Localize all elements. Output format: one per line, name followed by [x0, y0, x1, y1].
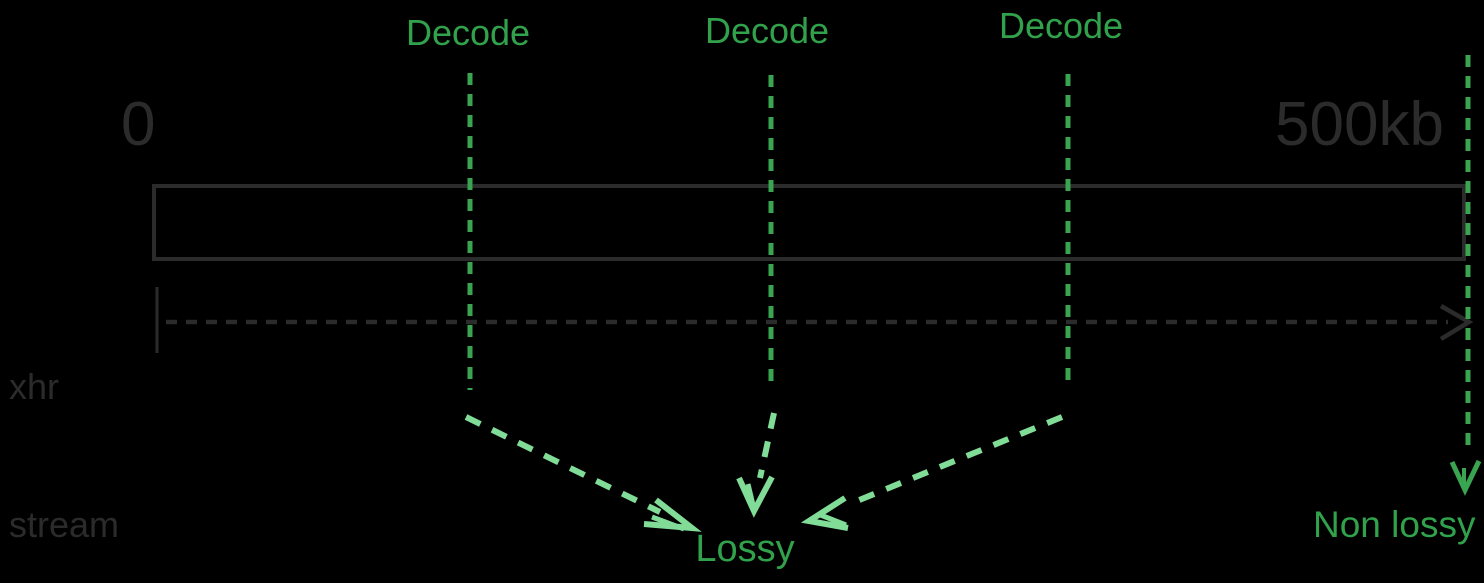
byte-range-bar	[152, 184, 1466, 261]
lossy-arrow-1-head-inner-stroke	[651, 514, 685, 532]
lossy-arrow-3-head-inner-stroke	[817, 511, 847, 528]
lossy-arrows-group	[464, 412, 1064, 532]
lossy-arrow-2-head-icon	[736, 475, 775, 518]
scale-start-label: 0	[121, 90, 156, 159]
xhr-stream-label: xhr stream	[9, 272, 119, 583]
lossy-arrow-3-head-icon	[800, 495, 849, 531]
lossy-arrow-2-head-inner-stroke	[745, 483, 756, 506]
non-lossy-arrowhead-icon	[1449, 459, 1482, 496]
decode-label-2: Decode	[704, 10, 830, 51]
scale-end-label: 500kb	[1275, 90, 1444, 159]
lossy-arrow-3-line	[850, 414, 1064, 506]
xhr-stream-arrowhead-icon	[1439, 304, 1474, 341]
non-lossy-label: Non lossy	[1313, 504, 1476, 545]
decode-lines-group	[467, 55, 1482, 496]
lossy-arrow-1-line	[464, 414, 662, 515]
dark-shapes-group	[152, 184, 1474, 353]
lossy-arrow-2-line	[757, 412, 777, 479]
lossy-label: Lossy	[695, 528, 795, 570]
decode-label-3: Decode	[998, 5, 1124, 46]
decode-label-1: Decode	[405, 12, 531, 53]
xhr-stream-label-line2: stream	[9, 504, 120, 545]
lossy-arrow-1-head-icon	[643, 497, 702, 532]
xhr-stream-label-line1: xhr	[9, 366, 60, 407]
